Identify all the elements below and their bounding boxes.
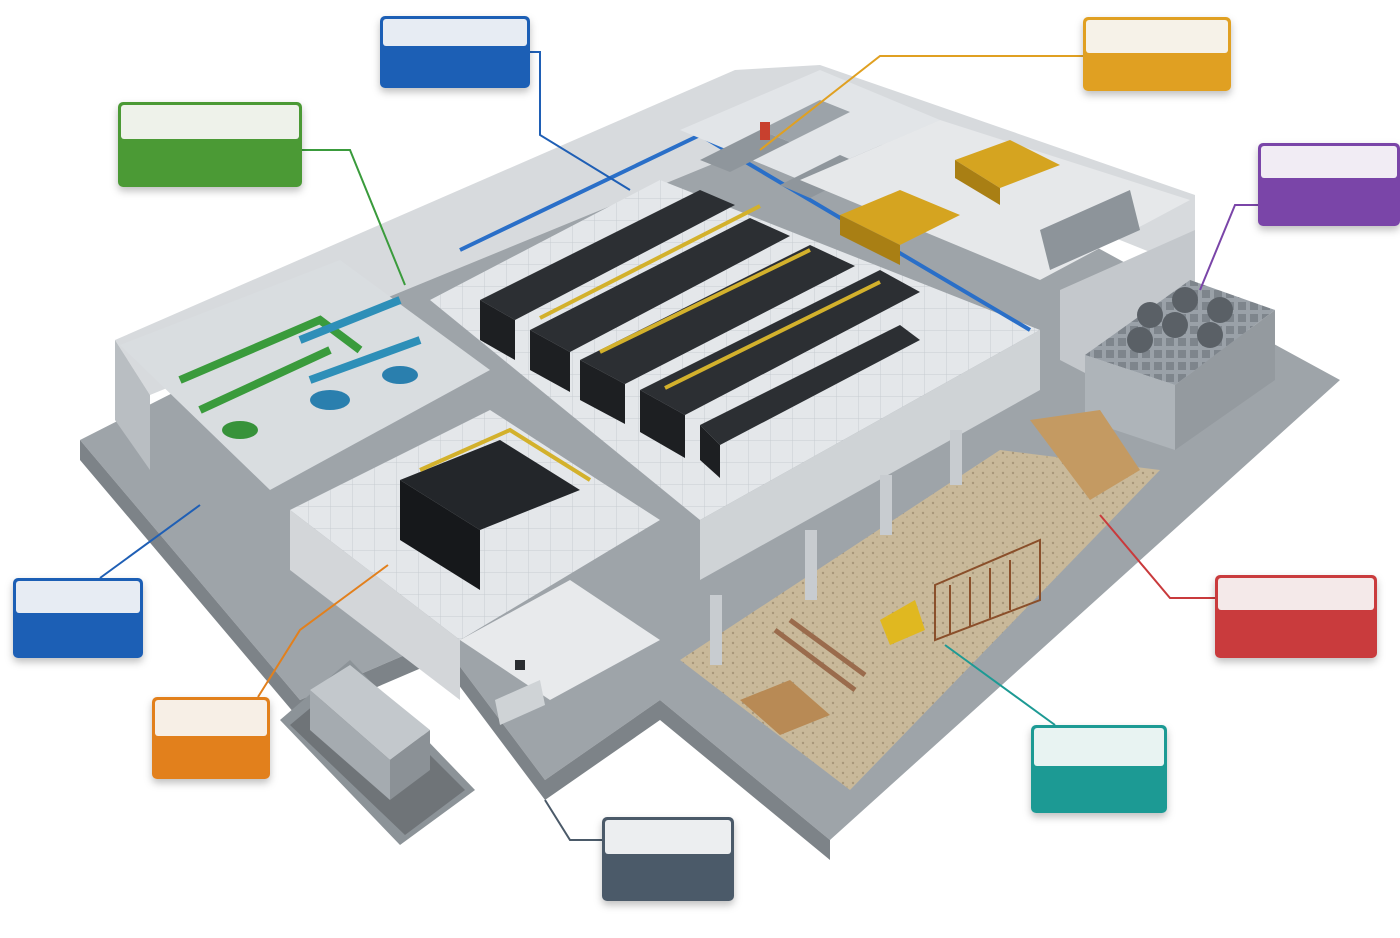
callouts xyxy=(13,16,1400,901)
pump-room xyxy=(120,260,490,490)
data-hall xyxy=(430,132,1040,580)
leader-green xyxy=(302,149,406,286)
callout-amber-top[interactable] xyxy=(1083,17,1231,91)
callout-slate[interactable] xyxy=(602,817,734,901)
leader-blue-left xyxy=(99,504,201,579)
construction-zone xyxy=(680,410,1160,790)
generator-room xyxy=(800,120,1190,280)
generator-1 xyxy=(840,190,960,245)
leader-blue-top xyxy=(530,51,631,191)
leader-orange xyxy=(257,564,389,698)
small-server-room xyxy=(290,410,660,700)
outdoor-generators xyxy=(310,665,430,800)
callout-blue-top[interactable] xyxy=(380,16,530,88)
callout-teal[interactable] xyxy=(1031,725,1167,813)
callout-green[interactable] xyxy=(118,102,302,187)
leader-slate xyxy=(544,799,602,841)
office-area xyxy=(460,580,660,725)
forklift xyxy=(880,600,925,645)
callout-purple[interactable] xyxy=(1258,143,1400,226)
scaffold-stair xyxy=(1030,410,1140,500)
callout-orange[interactable] xyxy=(152,697,270,779)
server-racks xyxy=(480,190,920,478)
callout-blue-left[interactable] xyxy=(13,578,143,658)
leader-purple xyxy=(1199,204,1258,291)
leader-teal xyxy=(944,644,1056,726)
leader-red xyxy=(1099,514,1215,599)
leader-amber-top xyxy=(759,55,1083,151)
leader-lines xyxy=(99,51,1258,841)
callout-red[interactable] xyxy=(1215,575,1377,658)
lumber-pile xyxy=(740,680,830,735)
fire-panel xyxy=(760,122,770,140)
generator-2 xyxy=(955,140,1060,188)
